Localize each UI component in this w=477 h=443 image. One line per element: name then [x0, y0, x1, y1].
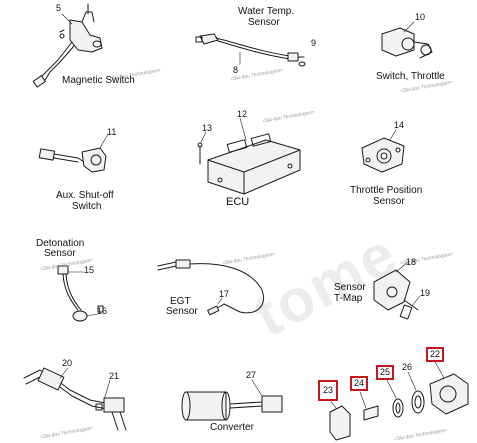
- label-detonation-line1: Detonation: [36, 238, 85, 249]
- callout-18: 18: [406, 257, 417, 267]
- ecu-part: [197, 117, 301, 195]
- callout-19: 19: [420, 288, 431, 298]
- callout-8: 8: [233, 65, 239, 75]
- callout-9: 9: [311, 38, 317, 48]
- callout-25-highlighted: 25: [376, 365, 395, 380]
- label-throttle-position-line1: Throttle Position: [350, 185, 423, 196]
- callout-14: 14: [394, 120, 405, 130]
- label-ecu: ECU: [226, 196, 250, 208]
- label-water-temp-sensor-line1: Water Temp.: [238, 6, 295, 17]
- converter-part: [181, 379, 283, 421]
- aux-shutoff-switch-part: [38, 133, 109, 173]
- egt-sensor-part: [157, 259, 264, 316]
- label-throttle-position-line2: Sensor: [373, 196, 405, 207]
- magnetic-switch-part: [32, 3, 103, 88]
- label-converter: Converter: [210, 422, 254, 433]
- throttle-position-sensor-part: [361, 129, 405, 173]
- label-aux-shutoff-line1: Aux. Shut-off: [56, 190, 114, 201]
- detonation-sensor-part: [57, 265, 104, 322]
- callout-13: 13: [202, 123, 213, 133]
- callout-27: 27: [246, 370, 257, 380]
- callout-11: 11: [107, 127, 117, 137]
- label-egt-line1: EGT: [170, 296, 191, 307]
- callout-5: 5: [56, 3, 62, 13]
- callout-24-highlighted: 24: [350, 376, 369, 391]
- harness-part: [23, 367, 127, 431]
- ignition-switch-part: [329, 359, 469, 441]
- callout-26: 26: [402, 362, 413, 372]
- callout-17: 17: [219, 289, 230, 299]
- label-sensor-tmap-line1: Sensor: [334, 282, 366, 293]
- label-sensor-tmap-line2: T-Map: [334, 293, 363, 304]
- label-egt-line2: Sensor: [166, 306, 198, 317]
- label-water-temp-sensor-line2: Sensor: [248, 17, 280, 28]
- callout-21: 21: [109, 371, 120, 381]
- water-temp-sensor-part: [195, 33, 306, 67]
- callout-12: 12: [237, 109, 248, 119]
- label-detonation-line2: Sensor: [44, 248, 76, 259]
- label-aux-shutoff-line2: Switch: [72, 201, 102, 212]
- callout-16: 16: [97, 306, 108, 316]
- tmap-sensor-part: [373, 261, 421, 320]
- label-magnetic-switch: Magnetic Switch: [62, 75, 135, 86]
- label-switch-throttle: Switch, Throttle: [376, 71, 445, 82]
- callout-23-highlighted: 23: [318, 380, 339, 401]
- callout-15: 15: [84, 265, 95, 275]
- throttle-switch-part: [381, 21, 433, 59]
- callout-20: 20: [62, 358, 73, 368]
- callout-10: 10: [415, 12, 426, 22]
- callout-22-highlighted: 22: [426, 347, 445, 362]
